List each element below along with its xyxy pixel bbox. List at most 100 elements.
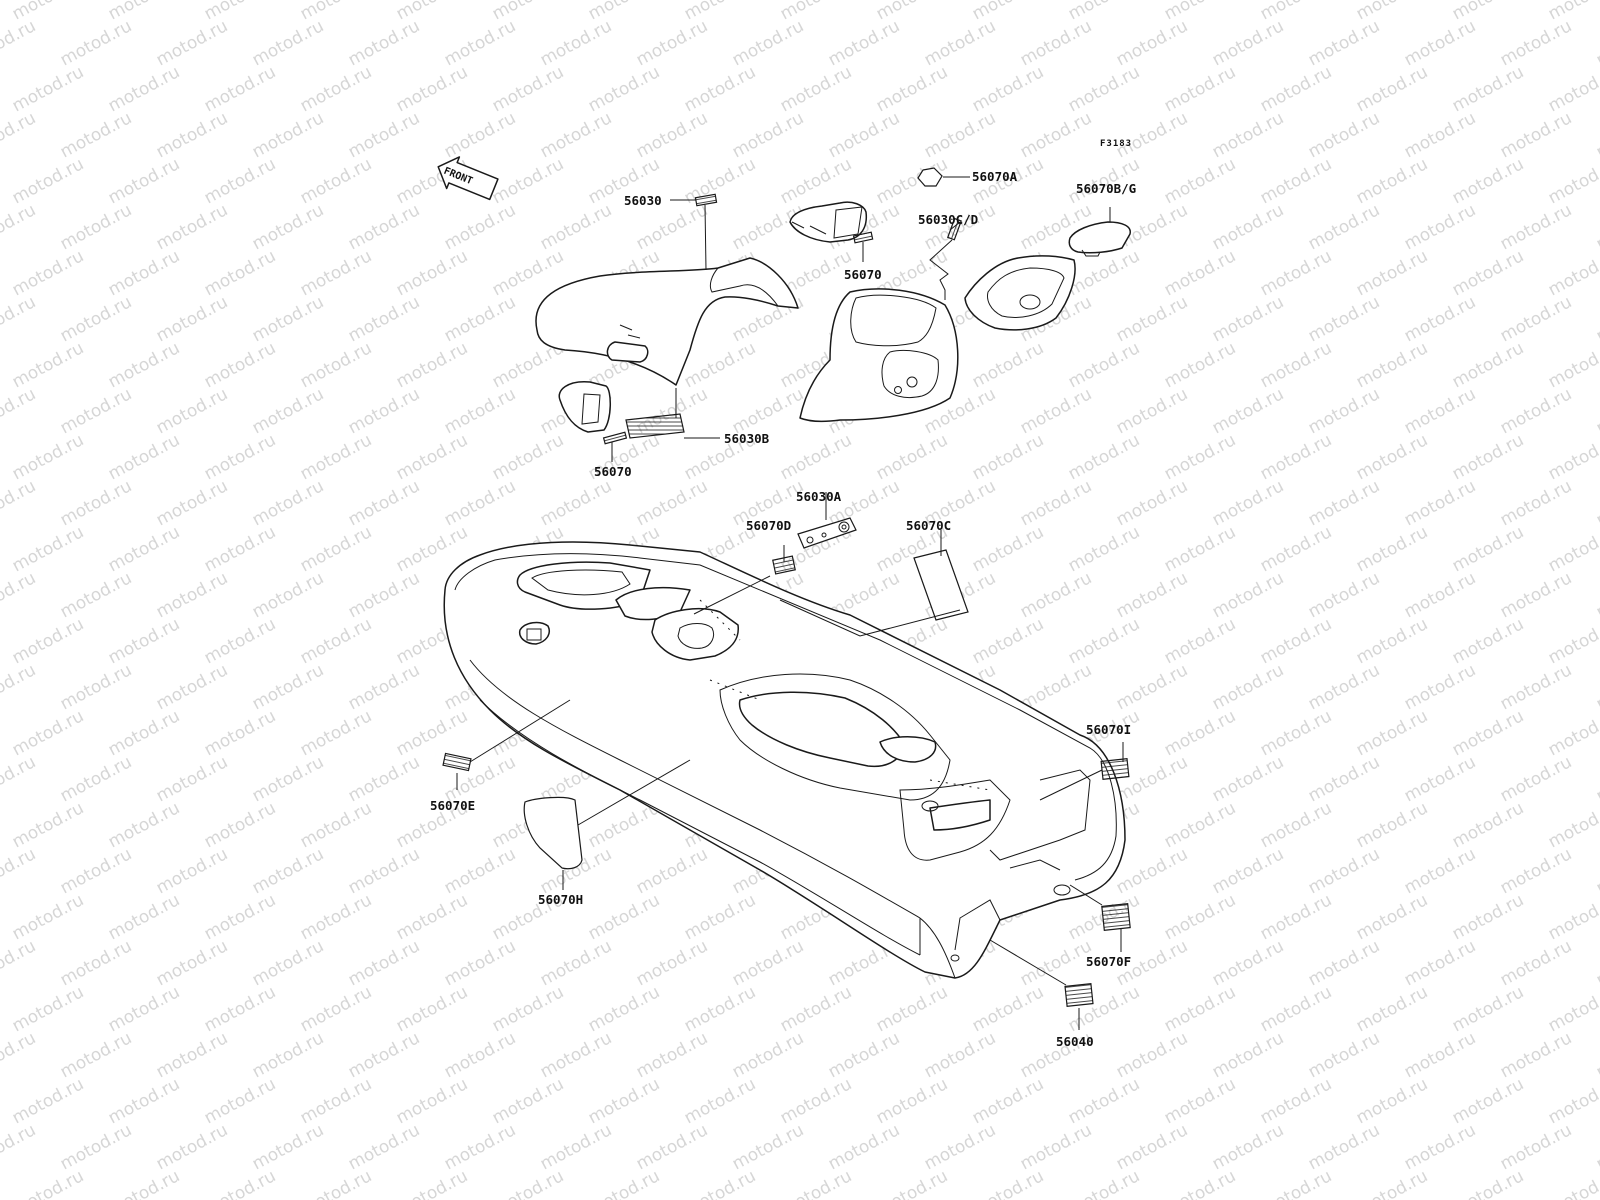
watermark-text: motod.ru <box>345 660 423 714</box>
decal-56030A <box>797 517 857 549</box>
label-56070E: 56070E <box>430 798 475 813</box>
watermark-text: motod.ru <box>153 568 231 622</box>
watermark-text: motod.ru <box>825 16 903 70</box>
watermark-text: motod.ru <box>393 62 471 116</box>
watermark-text: motod.ru <box>873 982 951 1036</box>
watermark-text: motod.ru <box>0 936 39 990</box>
watermark-text: motod.ru <box>297 154 375 208</box>
watermark-text: motod.ru <box>57 844 135 898</box>
watermark-text: motod.ru <box>1305 1028 1383 1082</box>
watermark-text: motod.ru <box>297 522 375 576</box>
watermark-text: motod.ru <box>441 292 519 346</box>
watermark-text: motod.ru <box>1545 890 1600 944</box>
watermark-text: motod.ru <box>1497 936 1575 990</box>
watermark-text: motod.ru <box>297 798 375 852</box>
watermark-text: motod.ru <box>297 246 375 300</box>
upper-decals <box>602 167 962 445</box>
watermark-text: motod.ru <box>1497 844 1575 898</box>
watermark-text: motod.ru <box>1593 384 1600 438</box>
watermark-text: motod.ru <box>1401 1028 1479 1082</box>
watermark-text: motod.ru <box>9 246 87 300</box>
watermark-text: motod.ru <box>1209 936 1287 990</box>
watermark-text: motod.ru <box>345 844 423 898</box>
watermark-text: motod.ru <box>201 982 279 1036</box>
watermark-text: motod.ru <box>1257 982 1335 1036</box>
watermark-text: motod.ru <box>1305 660 1383 714</box>
watermark-text: motod.ru <box>1113 476 1191 530</box>
watermark-text: motod.ru <box>1545 614 1600 668</box>
watermark-text: motod.ru <box>201 1074 279 1128</box>
watermark-text: motod.ru <box>1017 1120 1095 1174</box>
label-56040: 56040 <box>1056 1034 1094 1049</box>
watermark-text: motod.ru <box>441 476 519 530</box>
watermark-text: motod.ru <box>777 982 855 1036</box>
watermark-text: motod.ru <box>1497 752 1575 806</box>
watermark-text: motod.ru <box>969 982 1047 1036</box>
watermark-text: motod.ru <box>0 568 39 622</box>
watermark-text: motod.ru <box>537 200 615 254</box>
watermark-text: motod.ru <box>1497 568 1575 622</box>
watermark-text: motod.ru <box>249 476 327 530</box>
watermark-text: motod.ru <box>105 706 183 760</box>
watermark-text: motod.ru <box>1113 660 1191 714</box>
watermark-text: motod.ru <box>537 108 615 162</box>
watermark-text: motod.ru <box>1593 1028 1600 1082</box>
watermark-text: motod.ru <box>633 16 711 70</box>
watermark-text: motod.ru <box>1113 108 1191 162</box>
watermark-text: motod.ru <box>9 706 87 760</box>
watermark-text: motod.ru <box>297 890 375 944</box>
watermark-text: motod.ru <box>489 62 567 116</box>
watermark-text: motod.ru <box>345 108 423 162</box>
front-arrow-icon: FRONT <box>437 156 499 201</box>
watermark-text: motod.ru <box>1017 16 1095 70</box>
watermark-text: motod.ru <box>441 1120 519 1174</box>
watermark-text: motod.ru <box>921 16 999 70</box>
watermark-text: motod.ru <box>297 1074 375 1128</box>
watermark-text: motod.ru <box>1065 614 1143 668</box>
watermark-text: motod.ru <box>681 62 759 116</box>
watermark-text: motod.ru <box>1065 1166 1143 1200</box>
watermark-text: motod.ru <box>1545 246 1600 300</box>
watermark-text: motod.ru <box>0 1120 39 1174</box>
watermark-text: motod.ru <box>57 752 135 806</box>
watermark-text: motod.ru <box>1497 1120 1575 1174</box>
watermark-text: motod.ru <box>57 660 135 714</box>
watermark-text: motod.ru <box>537 476 615 530</box>
watermark-text: motod.ru <box>249 16 327 70</box>
watermark-text: motod.ru <box>1161 890 1239 944</box>
watermark-text: motod.ru <box>1017 384 1095 438</box>
watermark-text: motod.ru <box>201 890 279 944</box>
watermark-text: motod.ru <box>1401 752 1479 806</box>
watermark-text: motod.ru <box>1593 752 1600 806</box>
label-56030: 56030 <box>624 193 662 208</box>
watermark-text: motod.ru <box>201 522 279 576</box>
watermark-text: motod.ru <box>1401 1120 1479 1174</box>
watermark-text: motod.ru <box>1113 568 1191 622</box>
watermark-text: motod.ru <box>57 476 135 530</box>
watermark-text: motod.ru <box>1065 430 1143 484</box>
watermark-text: motod.ru <box>1209 108 1287 162</box>
watermark-text: motod.ru <box>153 660 231 714</box>
watermark-text: motod.ru <box>969 614 1047 668</box>
watermark-text: motod.ru <box>1353 982 1431 1036</box>
watermark-text: motod.ru <box>1017 108 1095 162</box>
watermark-text: motod.ru <box>777 1166 855 1200</box>
watermark-text: motod.ru <box>105 1074 183 1128</box>
watermark-text: motod.ru <box>249 200 327 254</box>
watermark-text: motod.ru <box>1161 154 1239 208</box>
watermark-text: motod.ru <box>345 476 423 530</box>
watermark-text: motod.ru <box>105 62 183 116</box>
watermark-text: motod.ru <box>1257 1166 1335 1200</box>
label-56070F: 56070F <box>1086 954 1131 969</box>
watermark-text: motod.ru <box>1305 200 1383 254</box>
watermark-text: motod.ru <box>1353 338 1431 392</box>
watermark-text: motod.ru <box>0 476 39 530</box>
watermark-text: motod.ru <box>1161 522 1239 576</box>
watermark-text: motod.ru <box>969 430 1047 484</box>
watermark-text: motod.ru <box>1305 16 1383 70</box>
watermark-text: motod.ru <box>105 246 183 300</box>
watermark-text: motod.ru <box>1161 338 1239 392</box>
watermark-text: motod.ru <box>921 200 999 254</box>
watermark-text: motod.ru <box>489 154 567 208</box>
